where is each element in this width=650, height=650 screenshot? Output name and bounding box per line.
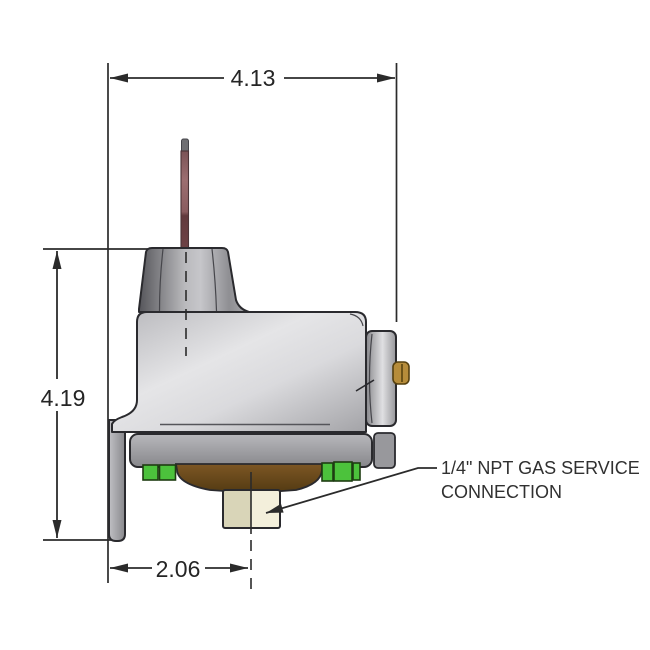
dimension-height: 4.19 xyxy=(41,251,86,538)
terminal-green-left-1 xyxy=(142,464,159,481)
arrow-left xyxy=(110,563,128,573)
probe-rod xyxy=(180,150,190,250)
callout-label-line2: CONNECTION xyxy=(441,482,562,502)
npt-fitting-shade xyxy=(224,491,251,527)
terminal-green-right-2 xyxy=(333,461,353,482)
dimension-width: 4.13 xyxy=(110,65,395,91)
dim-width-value: 4.13 xyxy=(231,65,276,91)
terminal-block-right xyxy=(321,461,361,482)
dim-offset-value: 2.06 xyxy=(156,556,201,582)
callout-arrowhead xyxy=(266,503,284,513)
top-cap xyxy=(138,247,250,313)
terminal-block-left xyxy=(142,464,177,481)
terminal-green-right-1 xyxy=(321,462,334,482)
pressure-switch-device xyxy=(108,138,410,590)
body-corner-seam xyxy=(349,313,364,327)
conduit-hub-tick xyxy=(355,379,375,392)
mounting-bracket xyxy=(108,419,126,542)
terminal-green-right-3 xyxy=(352,462,361,481)
diaphragm xyxy=(174,463,323,494)
top-cap-seam-right xyxy=(211,248,218,312)
dimension-offset: 2.06 xyxy=(110,556,248,582)
top-cap-seam-left xyxy=(158,248,164,312)
arrow-right xyxy=(377,73,395,83)
callout-label-line1: 1/4" NPT GAS SERVICE xyxy=(441,458,640,478)
terminal-green-left-2 xyxy=(158,464,177,481)
arrow-right xyxy=(230,563,248,573)
arrow-up xyxy=(52,251,62,269)
callout-leader-line xyxy=(265,467,437,514)
set-screw xyxy=(392,361,410,385)
arrow-down xyxy=(52,520,62,538)
callout: 1/4" NPT GAS SERVICE CONNECTION xyxy=(265,458,640,514)
arrow-left xyxy=(110,73,128,83)
main-body xyxy=(111,311,367,433)
right-tab xyxy=(373,432,396,469)
dim-height-value: 4.19 xyxy=(41,385,86,411)
conduit-hub-crease xyxy=(368,333,373,424)
